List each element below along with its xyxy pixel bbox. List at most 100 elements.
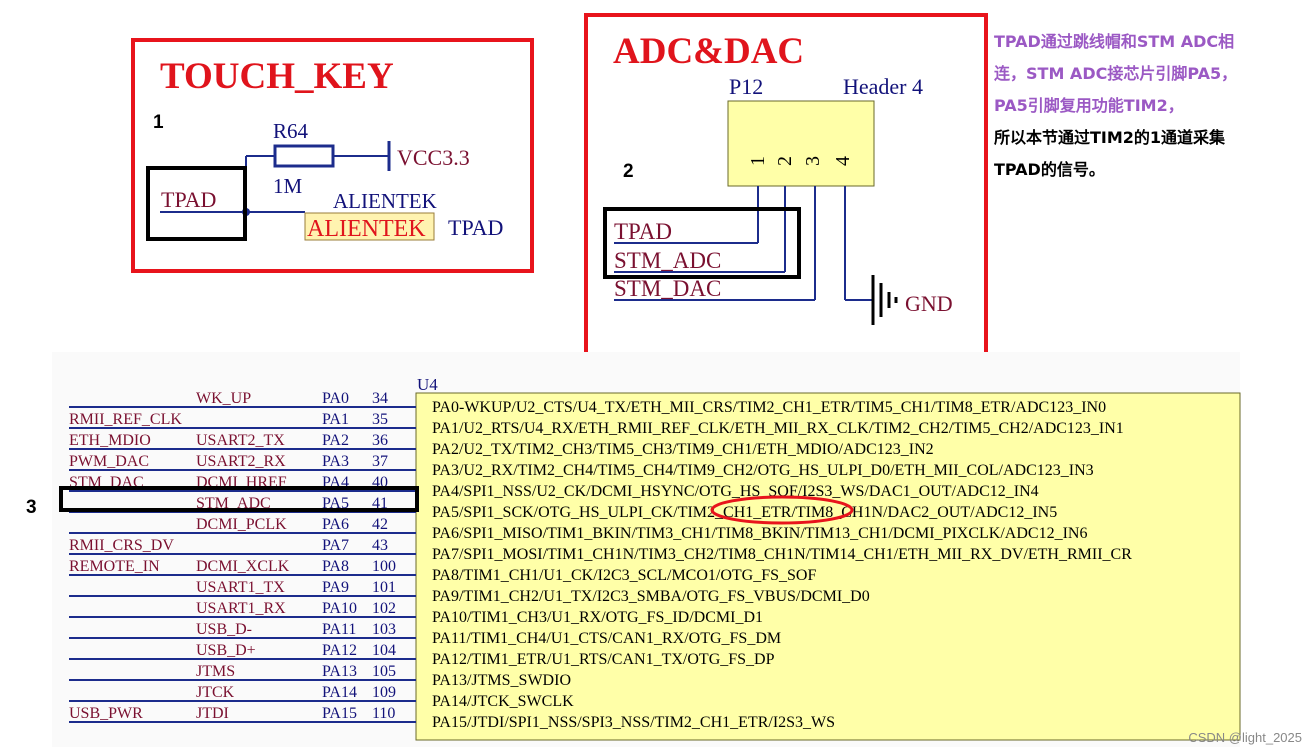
- pin-description: PA14/JTCK_SWCLK: [432, 693, 574, 710]
- pin-description: PA11/TIM1_CH4/U1_CTS/CAN1_RX/OTG_FS_DM: [432, 630, 781, 647]
- pin-description: PA12/TIM1_ETR/U1_RTS/CAN1_TX/OTG_FS_DP: [432, 651, 775, 668]
- gnd-label: GND: [905, 291, 953, 316]
- resistor-ref: R64: [273, 119, 309, 143]
- resistor-value: 1M: [273, 174, 303, 198]
- pin-description: PA6/SPI1_MISO/TIM1_BKIN/TIM3_CH1/TIM8_BK…: [432, 525, 1087, 542]
- pin-number: 103: [372, 621, 396, 638]
- net-label-left: PWM_DAC: [69, 453, 149, 470]
- pin-description: PA13/JTMS_SWDIO: [432, 672, 571, 689]
- pin-description: PA5/SPI1_SCK/OTG_HS_ULPI_CK/TIM2_CH1_ETR…: [432, 504, 1057, 521]
- pin-name: PA14: [322, 684, 357, 701]
- pin-number: 34: [372, 390, 388, 407]
- alientek-net-box: [304, 212, 435, 241]
- pin-function-label: WK_UP: [196, 390, 251, 407]
- net-label-left: RMII_CRS_DV: [69, 537, 174, 554]
- alientek-label: ALIENTEK: [333, 189, 437, 213]
- touch-key-frame: [131, 38, 534, 273]
- step-marker-1: 1: [153, 112, 164, 133]
- net-label-left: RMII_REF_CLK: [69, 411, 182, 428]
- net-tpad: TPAD: [614, 219, 672, 244]
- resistor-r64: [273, 144, 335, 168]
- pin-number: 102: [372, 600, 396, 617]
- pin-function-label: USART1_TX: [196, 579, 285, 596]
- pin-number: 109: [372, 684, 396, 701]
- note-line-3: PA5引脚复用功能TIM2，: [994, 96, 1184, 115]
- pin-name: PA6: [322, 516, 349, 533]
- touch-key-title: TOUCH_KEY: [160, 56, 394, 97]
- net-label-left: REMOTE_IN: [69, 558, 160, 575]
- header-name: Header 4: [843, 74, 923, 99]
- alientek-box-text: ALIENTEK: [307, 216, 426, 242]
- note-line-4: 所以本节通过TIM2的1通道采集: [994, 128, 1226, 147]
- header-pin-4: 4: [832, 156, 854, 166]
- header-ref: P12: [729, 74, 763, 99]
- pin-number: 105: [372, 663, 396, 680]
- pin-function-label: JTMS: [196, 663, 235, 680]
- net-stm-adc: STM_ADC: [614, 248, 721, 273]
- mcu-block: U4 WK_UP PA0 34PA0-WKUP/U2_CTS/U4_TX/ETH_M…: [26, 352, 1241, 747]
- pa5-highlight-box: [59, 486, 419, 512]
- touch-key-block: TOUCH_KEY 1 R64 1M VCC3.3 TPAD ALIENTEK …: [131, 38, 534, 273]
- header-pin-3: 3: [802, 156, 824, 166]
- step-marker-2: 2: [623, 161, 634, 182]
- pin-number: 110: [372, 705, 395, 722]
- tpad-highlight-box: [146, 166, 247, 241]
- pin-function-label: DCMI_PCLK: [196, 516, 287, 533]
- tim2-ch1-etr-circle: [710, 495, 854, 525]
- pin-description: PA7/SPI1_MOSI/TIM1_CH1N/TIM3_CH2/TIM8_CH…: [432, 546, 1132, 563]
- net-label-left: USB_PWR: [69, 705, 143, 722]
- net-highlight-box: [603, 207, 801, 279]
- pin-name: PA2: [322, 432, 349, 449]
- pin-function-label: STM_ADC: [196, 495, 271, 512]
- u4-ref: U4: [417, 375, 438, 394]
- pin-function-label: DCMI_XCLK: [196, 558, 290, 575]
- pin-name: PA7: [322, 537, 349, 554]
- pin-description: PA3/U2_RX/TIM2_CH4/TIM5_CH4/TIM9_CH2/OTG…: [432, 462, 1094, 479]
- pin-number: 101: [372, 579, 396, 596]
- pin-name: PA10: [322, 600, 357, 617]
- pin-number: 36: [372, 432, 388, 449]
- pin-function-label: USART2_TX: [196, 432, 285, 449]
- pin-name: PA9: [322, 579, 349, 596]
- pin-description: PA2/U2_TX/TIM2_CH3/TIM5_CH3/TIM9_CH1/ETH…: [432, 441, 934, 458]
- pin-description: PA1/U2_RTS/U4_RX/ETH_RMII_REF_CLK/ETH_MI…: [432, 420, 1124, 437]
- pin-description: PA15/JTDI/SPI1_NSS/SPI3_NSS/TIM2_CH1_ETR…: [432, 714, 835, 731]
- pin-number: 43: [372, 537, 388, 554]
- pin-function-label: USB_D+: [196, 642, 256, 659]
- pin-name: PA3: [322, 453, 349, 470]
- note-line-5: TPAD的信号。: [994, 160, 1105, 179]
- pin-name: PA13: [322, 663, 357, 680]
- pin-number: 41: [372, 495, 388, 512]
- pin-description: PA0-WKUP/U2_CTS/U4_TX/ETH_MII_CRS/TIM2_C…: [432, 399, 1106, 416]
- pin-number: 42: [372, 516, 388, 533]
- pin-function-label: USB_D-: [196, 621, 252, 638]
- pin-function-label: JTCK: [196, 684, 235, 701]
- vcc-label: VCC3.3: [397, 145, 470, 170]
- net-label-left: ETH_MDIO: [69, 432, 151, 449]
- pin-name: PA11: [322, 621, 356, 638]
- header-p12-body: [727, 100, 875, 187]
- pin-description: PA4/SPI1_NSS/U2_CK/DCMI_HSYNC/OTG_HS_SOF…: [432, 483, 1039, 500]
- tpad-net-label: TPAD: [161, 187, 216, 212]
- pin-name: PA8: [322, 558, 349, 575]
- pin-name: PA5: [322, 495, 349, 512]
- ground-icon: [871, 275, 898, 325]
- u4-chip-body: [415, 392, 1241, 741]
- pin-number: 37: [372, 453, 388, 470]
- pin-description: PA9/TIM1_CH2/U1_TX/I2C3_SMBA/OTG_FS_VBUS…: [432, 588, 870, 605]
- note-line-1: TPAD通过跳线帽和STM ADC相: [994, 32, 1235, 51]
- alientek-tpad-text: TPAD: [448, 215, 503, 240]
- pin-function-label: USART1_RX: [196, 600, 286, 617]
- adc-dac-title: ADC&DAC: [613, 31, 804, 72]
- pin-description: PA8/TIM1_CH1/U1_CK/I2C3_SCL/MCO1/OTG_FS_…: [432, 567, 816, 584]
- net-stm-dac: STM_DAC: [614, 276, 721, 301]
- pin-number: 100: [372, 558, 396, 575]
- pin-name: PA12: [322, 642, 357, 659]
- pin-function-label: JTDI: [196, 705, 229, 722]
- watermark: CSDN @light_2025: [1188, 730, 1302, 745]
- header-pin-1: 1: [747, 156, 769, 166]
- pin-name: PA15: [322, 705, 357, 722]
- pin-name: PA0: [322, 390, 349, 407]
- pin-number: 35: [372, 411, 388, 428]
